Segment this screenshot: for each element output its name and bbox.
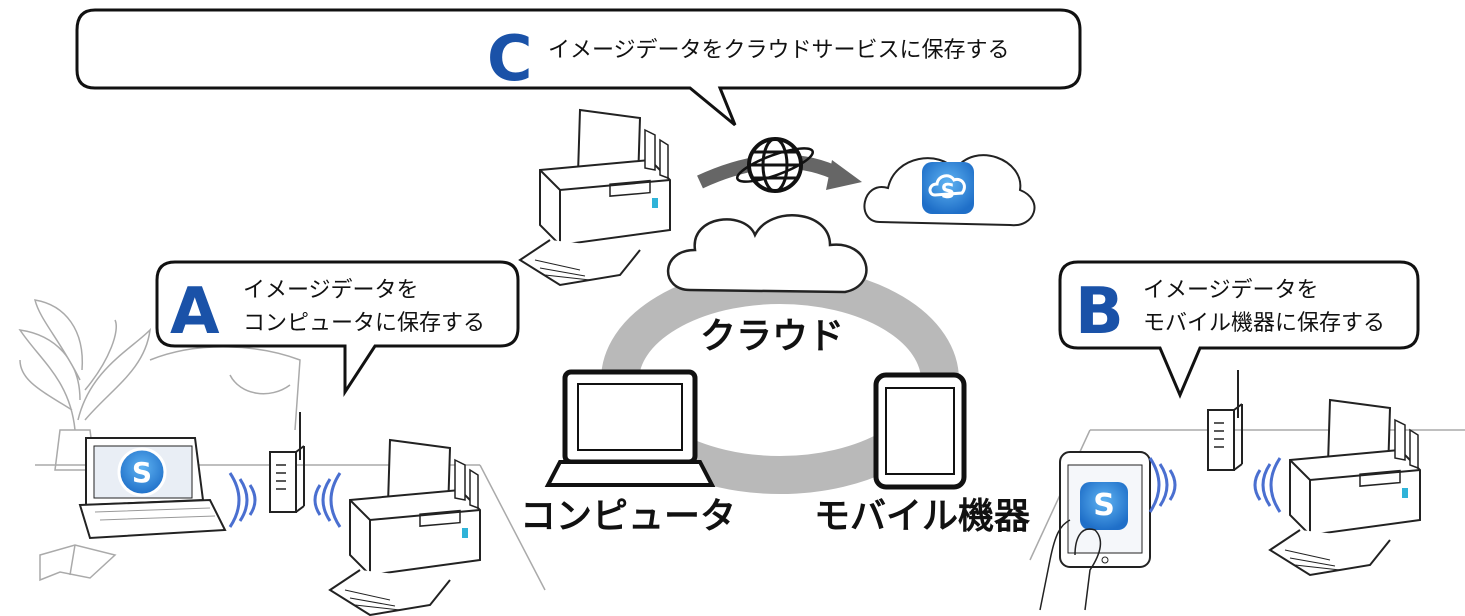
- scansnap-app-icon: S: [1080, 482, 1128, 530]
- svg-text:S: S: [941, 179, 955, 203]
- left-laptop: [78, 437, 227, 540]
- callout-b-line1: イメージデータを: [1143, 278, 1319, 303]
- left-wave-b: [313, 471, 342, 529]
- right-scanner: [1269, 399, 1421, 576]
- cloud-service: S: [863, 154, 1036, 227]
- book-illustration: [39, 544, 117, 582]
- right-router: [1207, 369, 1243, 471]
- center-tablet: [873, 372, 967, 490]
- plant-illustration: [18, 299, 152, 471]
- center-cloud: [666, 214, 868, 294]
- callout-c-letter: C: [487, 22, 533, 95]
- cloud-label: クラウド: [700, 316, 844, 357]
- callout-c-text: イメージデータをクラウドサービスに保存する: [548, 38, 1010, 63]
- callout-a-letter: A: [170, 275, 220, 349]
- hand-illustration: [1039, 519, 1102, 611]
- scanner-top: [519, 109, 671, 286]
- right-wave-a: [1148, 456, 1177, 514]
- callout-a-line1: イメージデータを: [243, 278, 419, 303]
- callout-b-line2: モバイル機器に保存する: [1143, 311, 1385, 336]
- center-laptop: [544, 369, 716, 487]
- callout-a: [155, 260, 520, 398]
- scansnap-s-icon: S: [117, 447, 167, 497]
- callout-b: [1058, 260, 1420, 399]
- callout-c: [75, 8, 1082, 127]
- left-router: [269, 411, 305, 513]
- computer-label: コンピュータ: [520, 496, 736, 537]
- svg-text:S: S: [132, 456, 152, 489]
- scansnap-cloud-icon: [922, 162, 974, 214]
- left-wave-a: [228, 471, 257, 529]
- callout-b-letter: B: [1075, 275, 1124, 349]
- right-wave-b: [1253, 456, 1282, 514]
- mobile-label: モバイル機器: [814, 496, 1031, 537]
- svg-text:S: S: [1093, 488, 1115, 523]
- callout-a-line2: コンピュータに保存する: [243, 311, 485, 336]
- left-scanner: [329, 439, 481, 616]
- globe-icon: [736, 137, 814, 193]
